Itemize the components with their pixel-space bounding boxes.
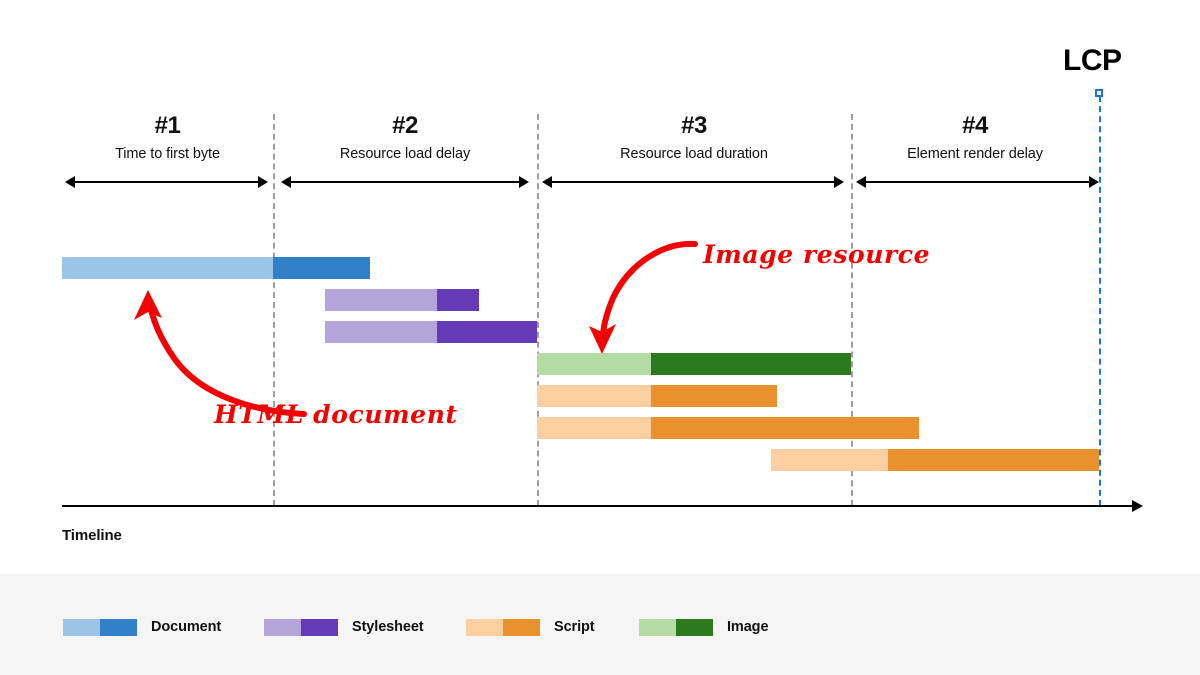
legend-item-stylesheet: Stylesheet xyxy=(264,612,424,642)
image-resource-annotation-label: Image resource xyxy=(703,240,931,269)
script-color-swatch xyxy=(466,618,540,636)
image-color-swatch xyxy=(639,618,713,636)
html-document-arrow-icon xyxy=(134,290,307,417)
document-color-swatch xyxy=(63,618,137,636)
legend-item-document: Document xyxy=(63,612,221,642)
image-resource-arrow-icon xyxy=(589,240,698,354)
stylesheet-color-swatch xyxy=(264,618,338,636)
legend-label-document: Document xyxy=(151,619,222,635)
legend-band xyxy=(0,574,1200,675)
bar-script-3 xyxy=(771,449,1099,471)
phase-2-name: Resource load delay xyxy=(339,146,471,162)
legend-item-image: Image xyxy=(639,612,769,642)
lcp-marker-line xyxy=(1099,96,1101,506)
bar-image-lcp xyxy=(537,353,851,375)
phase-3-number: #3 xyxy=(681,112,707,139)
phase-divider-1 xyxy=(273,114,275,506)
legend-item-script: Script xyxy=(466,612,595,642)
timeline-axis-label: Timeline xyxy=(62,527,122,544)
legend-label-stylesheet: Stylesheet xyxy=(352,619,424,635)
phase-2-span-arrow xyxy=(281,175,529,189)
phase-1-name: Time to first byte xyxy=(115,146,220,162)
lcp-label: LCP xyxy=(1063,44,1122,77)
bar-stylesheet-2 xyxy=(325,321,537,343)
phase-2-number: #2 xyxy=(392,112,418,139)
legend-label-image: Image xyxy=(727,619,769,635)
phase-3: #3 Resource load duration xyxy=(537,112,851,192)
phase-divider-2 xyxy=(537,114,539,506)
bar-document xyxy=(62,257,370,279)
html-document-annotation-label: HTML document xyxy=(214,400,458,429)
phase-4-name: Element render delay xyxy=(907,146,1043,162)
phase-1-number: #1 xyxy=(154,112,181,139)
phase-4: #4 Element render delay xyxy=(851,112,1099,192)
bar-stylesheet-1 xyxy=(325,289,479,311)
bar-script-2 xyxy=(537,417,919,439)
phase-3-span-arrow xyxy=(542,175,844,189)
legend: Document Stylesheet Script Image xyxy=(0,612,1200,642)
phase-1-span-arrow xyxy=(65,175,268,189)
legend-label-script: Script xyxy=(554,619,595,635)
phase-3-name: Resource load duration xyxy=(620,146,768,162)
phase-divider-3 xyxy=(851,114,853,506)
phase-2: #2 Resource load delay xyxy=(273,112,537,192)
phase-4-number: #4 xyxy=(962,112,988,139)
timeline-axis-arrowhead xyxy=(1132,500,1143,512)
bar-script-1 xyxy=(537,385,777,407)
phase-4-span-arrow xyxy=(856,175,1099,189)
phase-1: #1 Time to first byte xyxy=(62,112,273,192)
timeline-axis xyxy=(62,505,1134,507)
